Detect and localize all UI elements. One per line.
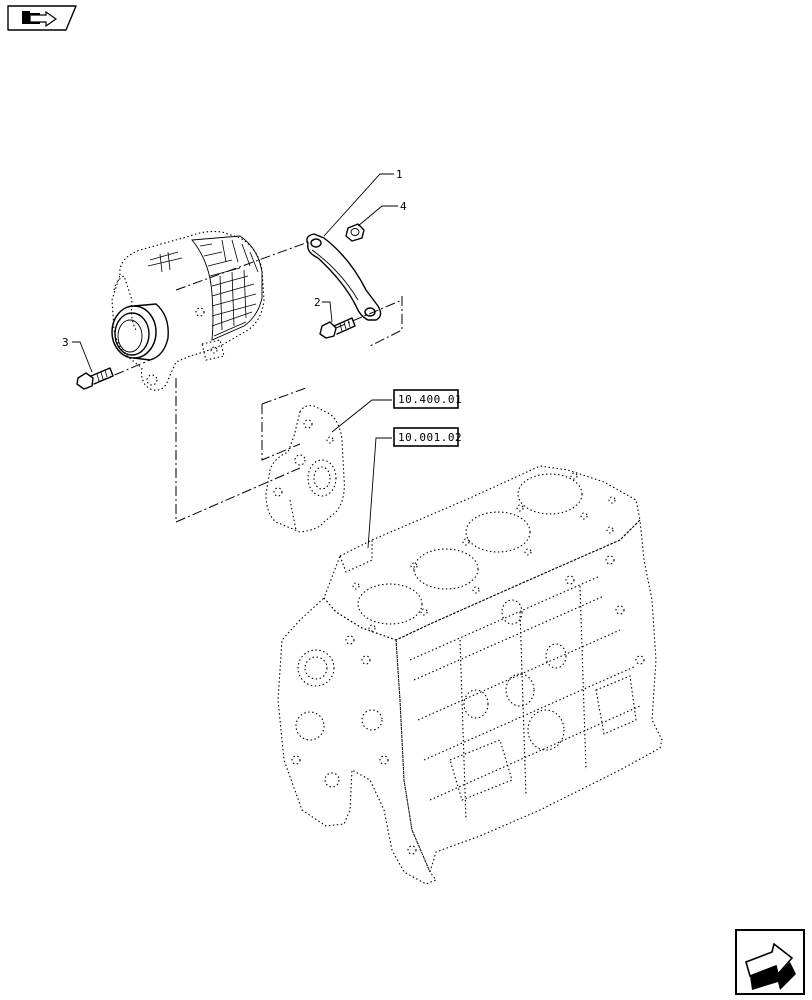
adjusting-strap: [306, 233, 382, 321]
reference-box-10-001-02[interactable]: 10.001.02: [393, 427, 462, 447]
callout-4: 4: [400, 200, 407, 213]
alternator-support-bracket: [265, 405, 345, 533]
nut: [345, 223, 365, 242]
bolt-3: [76, 367, 114, 390]
reference-label: 10.001.02: [398, 431, 462, 444]
assembly-lines: [97, 239, 403, 523]
deck-bolt-holes: [352, 472, 616, 632]
callout-leaders: [72, 173, 398, 549]
callout-numbers: 1 2 3 4: [62, 168, 407, 349]
alternator-fins: [147, 235, 263, 341]
callout-2: 2: [314, 296, 321, 309]
engine-block: [277, 465, 663, 885]
alternator: [111, 230, 265, 391]
book-arrow-icon[interactable]: [7, 5, 77, 31]
reference-label: 10.400.01: [398, 393, 462, 406]
callout-3: 3: [62, 336, 69, 349]
next-page-arrow-icon[interactable]: [735, 929, 805, 995]
reference-box-10-400-01[interactable]: 10.400.01: [393, 389, 462, 409]
alternator-pulley: [111, 303, 169, 361]
callout-1: 1: [396, 168, 403, 181]
bolt-2: [319, 317, 356, 339]
